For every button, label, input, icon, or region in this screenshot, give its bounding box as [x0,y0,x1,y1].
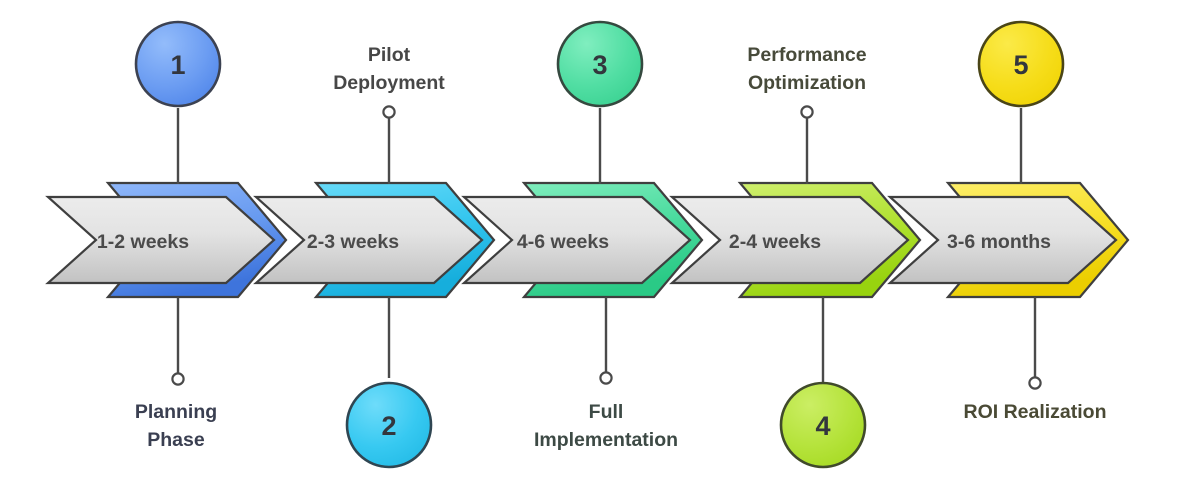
stage-label-5: ROI Realization [963,401,1106,423]
duration-label-1: 1-2 weeks [97,231,189,253]
stage-chevron-gray-1 [45,195,276,285]
stage-label-5-line1: ROI Realization [963,401,1106,423]
connector-dot-label-1 [171,372,185,386]
stage-label-1-line1: Planning [135,401,217,423]
connector-dot-label-5 [1028,376,1042,390]
connector-dot-label-2 [382,105,396,119]
circle-shape-1 [134,20,222,108]
duration-label-5: 3-6 months [947,231,1051,253]
duration-label-layer: 1-2 weeks 2-3 weeks 4-6 weeks 2-4 weeks … [97,231,1051,253]
stage-chevron-gray-2 [253,195,484,285]
stage-number-circle-2[interactable]: 2 [345,381,433,469]
stage-number-circle-1[interactable]: 1 [134,20,222,108]
stage-label-3: Full Implementation [534,401,678,451]
connector-dot-label-4 [800,105,814,119]
stage-chevron-gray-5 [887,195,1118,285]
stage-label-2-line1: Pilot [368,44,411,66]
duration-label-3: 4-6 weeks [517,231,609,253]
stage-number-circle-layer: 1 2 3 4 5 [134,20,1065,469]
stage-label-4: Performance Optimization [747,44,866,94]
stage-chevron-gray-3 [461,195,692,285]
stage-label-4-line1: Performance [747,44,866,66]
gray-chevron-layer [45,195,1118,285]
stage-number-circle-5[interactable]: 5 [977,20,1065,108]
duration-label-4: 2-4 weeks [729,231,821,253]
stage-label-2-line2: Deployment [333,72,445,94]
stage-label-3-line1: Full [589,401,624,423]
circle-shape-4 [779,381,867,469]
circle-number-3: 3 [592,50,607,80]
circle-number-1: 1 [170,50,185,80]
stage-number-circle-4[interactable]: 4 [779,381,867,469]
circle-shape-3 [556,20,644,108]
circle-number-4: 4 [815,411,830,441]
circle-shape-5 [977,20,1065,108]
stage-label-1: Planning Phase [135,401,217,451]
stage-chevron-gray-4 [669,195,910,285]
circle-number-5: 5 [1013,50,1028,80]
stage-label-4-line2: Optimization [748,72,866,94]
stage-number-circle-3[interactable]: 3 [556,20,644,108]
connector-layer [171,105,1042,390]
circle-number-2: 2 [381,411,396,441]
stage-label-2: Pilot Deployment [333,44,445,94]
stage-label-layer: Planning Phase Pilot Deployment Full Imp… [135,44,1107,451]
stage-label-1-line2: Phase [147,429,205,451]
connector-dot-label-3 [599,371,613,385]
duration-label-2: 2-3 weeks [307,231,399,253]
stage-label-3-line2: Implementation [534,429,678,451]
circle-shape-2 [345,381,433,469]
